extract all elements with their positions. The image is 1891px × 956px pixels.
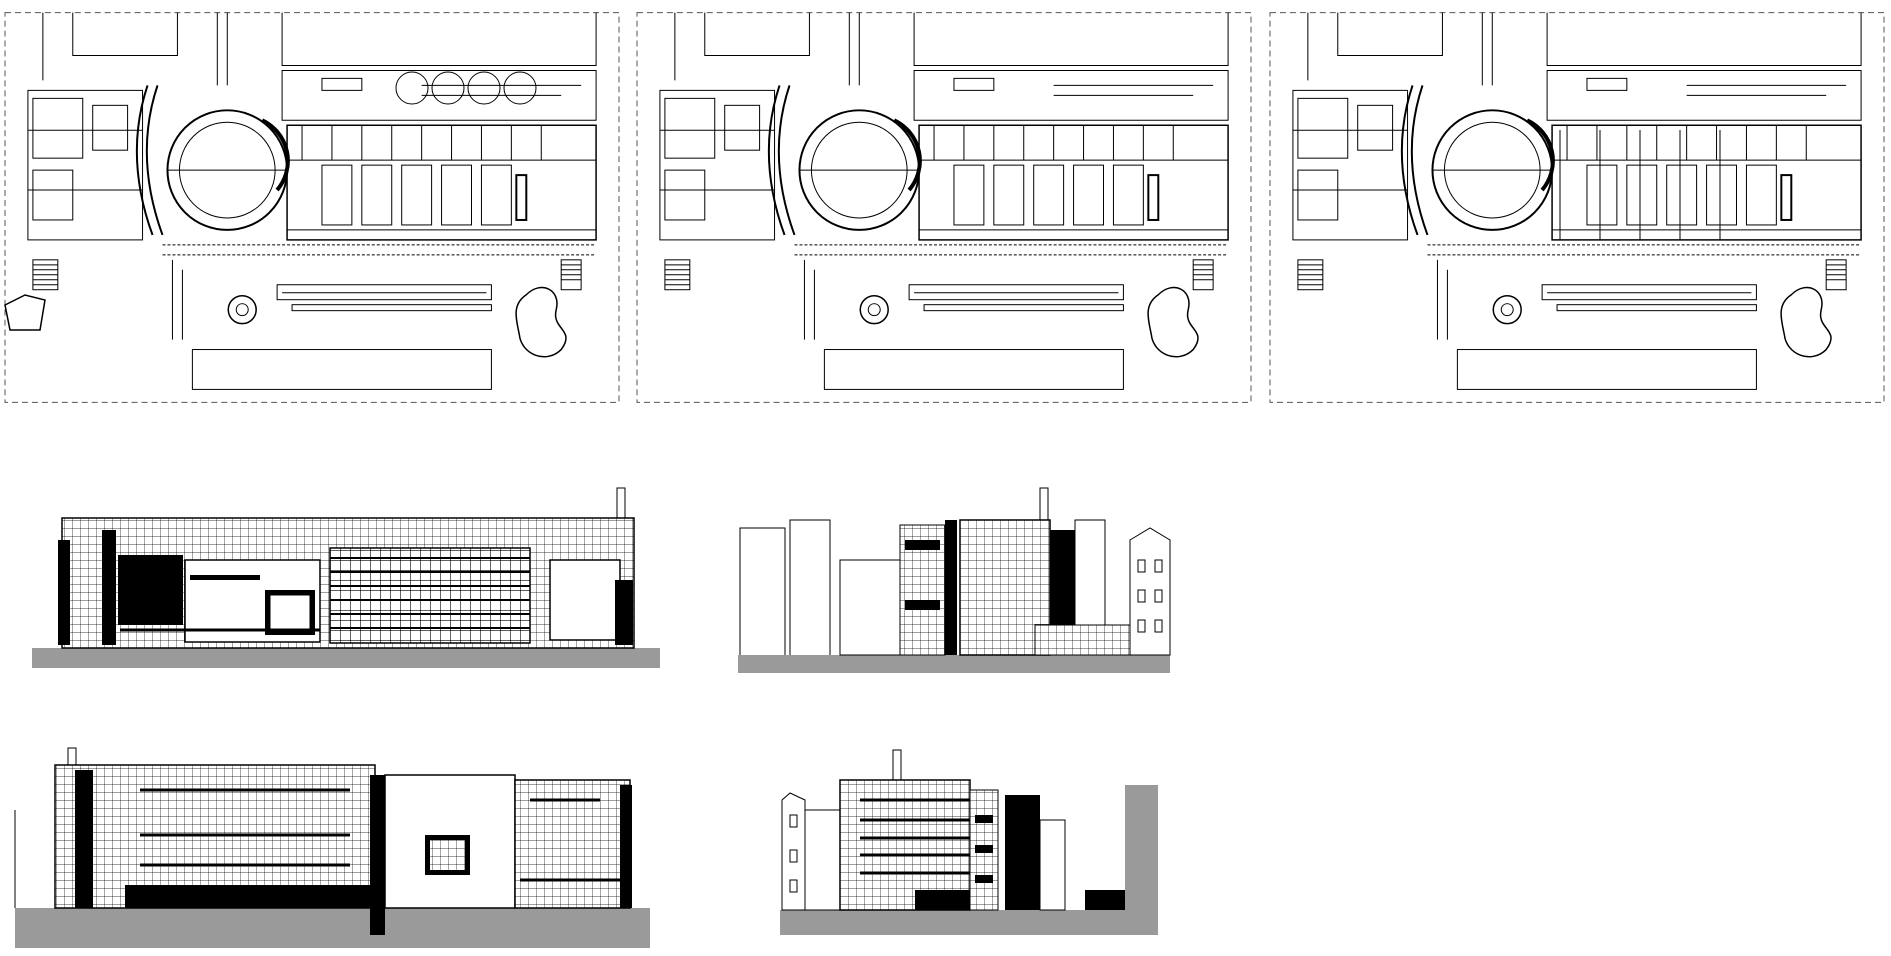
elevation-long-front xyxy=(32,487,660,668)
floor-plan-3 xyxy=(1268,10,1886,405)
elevation-short-side-b xyxy=(780,749,1158,935)
elevation-long-rear xyxy=(14,747,650,948)
floor-plan-1 xyxy=(3,10,621,405)
elevation-short-side-a xyxy=(738,487,1171,673)
floor-plan-2 xyxy=(635,10,1253,405)
